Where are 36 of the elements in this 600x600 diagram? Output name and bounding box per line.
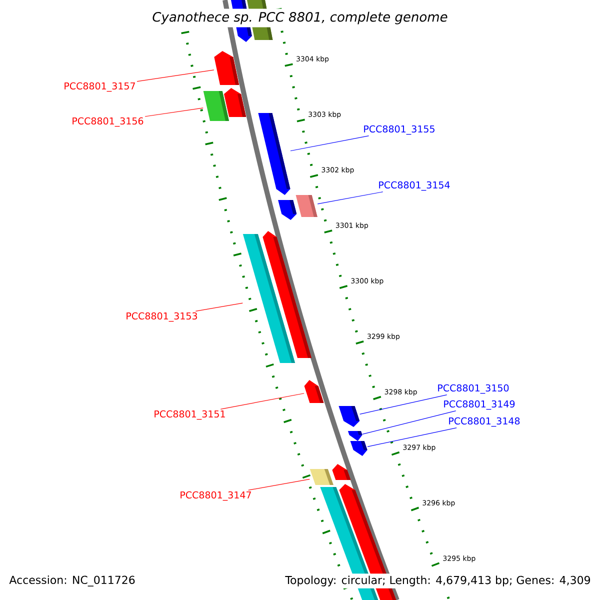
gene-block xyxy=(262,231,312,358)
gene-block xyxy=(332,464,351,480)
gene-label: PCC8801_3156 xyxy=(72,117,144,127)
gene-block xyxy=(304,380,324,403)
gene-block xyxy=(296,195,318,217)
gene-block xyxy=(338,406,360,427)
gene-label: PCC8801_3149 xyxy=(444,400,515,410)
gene-label: PCC8801_3147 xyxy=(180,491,251,501)
gene-label: PCC8801_3153 xyxy=(126,312,198,322)
gene-block xyxy=(310,469,334,485)
leader-line xyxy=(290,136,370,152)
leader-line xyxy=(360,394,448,414)
leader-line xyxy=(362,410,456,434)
leader-line xyxy=(317,192,384,204)
gene-label: PCC8801_3150 xyxy=(438,384,509,394)
leader-line xyxy=(195,302,243,312)
title: Cyanothece sp. PCC 8801, complete genome xyxy=(146,8,454,28)
topology-text: Topology: circular; Length: 4,679,413 bp; Genes: 4,309 xyxy=(283,574,593,588)
leader-line xyxy=(136,70,214,82)
gene-block xyxy=(278,200,297,220)
gene-label: PCC8801_3148 xyxy=(449,417,520,427)
leader-line xyxy=(144,108,204,117)
leader-line xyxy=(220,393,304,410)
gene-block xyxy=(350,441,368,456)
gene-label: PCC8801_3155 xyxy=(364,125,434,135)
gene-block xyxy=(348,431,362,441)
gene-block xyxy=(224,88,246,117)
leader-line xyxy=(367,428,457,447)
gene-block xyxy=(258,113,290,195)
gene-label: PCC8801_3154 xyxy=(379,181,450,191)
gene-block xyxy=(214,51,240,85)
gene-block xyxy=(203,91,229,121)
gene-label: PCC8801_3151 xyxy=(154,410,225,420)
gene-label: PCC8801_3157 xyxy=(64,82,135,92)
leader-line xyxy=(248,478,310,490)
accession-text: Accession: NC_011726 xyxy=(7,574,138,588)
